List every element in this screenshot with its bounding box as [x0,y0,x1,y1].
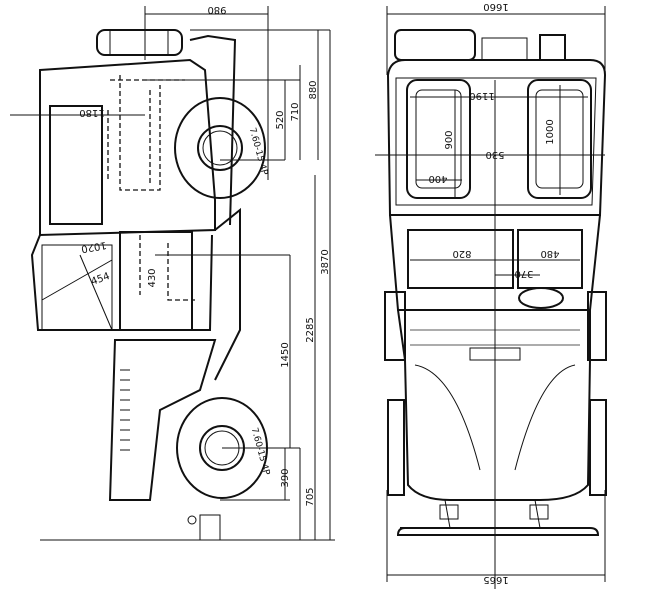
dim-small-gap: 370 [514,268,533,279]
seat-right [527,79,592,199]
side-view: 980 [10,4,335,541]
track-left [384,291,406,361]
dim-ground-clear: 2285 [305,317,316,342]
front-ski [396,499,600,536]
dim-seat-left-height: 900 [444,130,455,149]
side-window [49,105,103,225]
dim-seat-height: 430 [147,268,158,287]
dim-tube-height: 710 [290,102,301,121]
top-cabin-outline [386,59,607,216]
roof-box [96,29,183,56]
dim-seat-angle: 454 [90,271,112,288]
dim-total-height: 3870 [320,249,331,274]
top-hood [397,309,591,501]
dim-cabin-length: 1180 [79,107,104,118]
dim-bench-width: 820 [452,248,471,259]
top-roof-box [394,29,476,61]
dim-inner-width: 1190 [469,90,494,101]
dim-roof-height: 880 [308,80,319,99]
dim-seat-depth: 1020 [80,239,107,254]
grille-slot [469,347,521,361]
side-door [119,231,193,331]
dim-top-width: 980 [207,4,226,15]
side-dimensions: 520 710 880 3870 2285 1450 390 705 1180 … [10,29,335,541]
front-wheel: 7.60-15 4P [174,97,269,199]
track-right [587,291,607,361]
seat-left [406,79,471,199]
top-mid-body [389,214,601,311]
dim-window-height: 520 [275,110,286,129]
dim-seat-width: 400 [428,173,447,184]
dim-axle-height: 390 [280,468,291,487]
dim-seat-right-height: 1000 [545,119,556,144]
dim-ski-width: 1665 [483,574,508,585]
dim-center-gap: 530 [485,149,504,160]
dim-box-width: 480 [540,248,559,259]
top-view: 1660 1190 900 1000 530 400 820 480 [375,1,607,589]
cabin-body [30,34,241,541]
emblem-oval [518,287,564,309]
dim-lower-height: 1450 [280,342,291,367]
dim-bottom-clear: 705 [305,487,316,506]
dim-total-width: 1660 [483,1,508,12]
bench-box [407,229,514,289]
